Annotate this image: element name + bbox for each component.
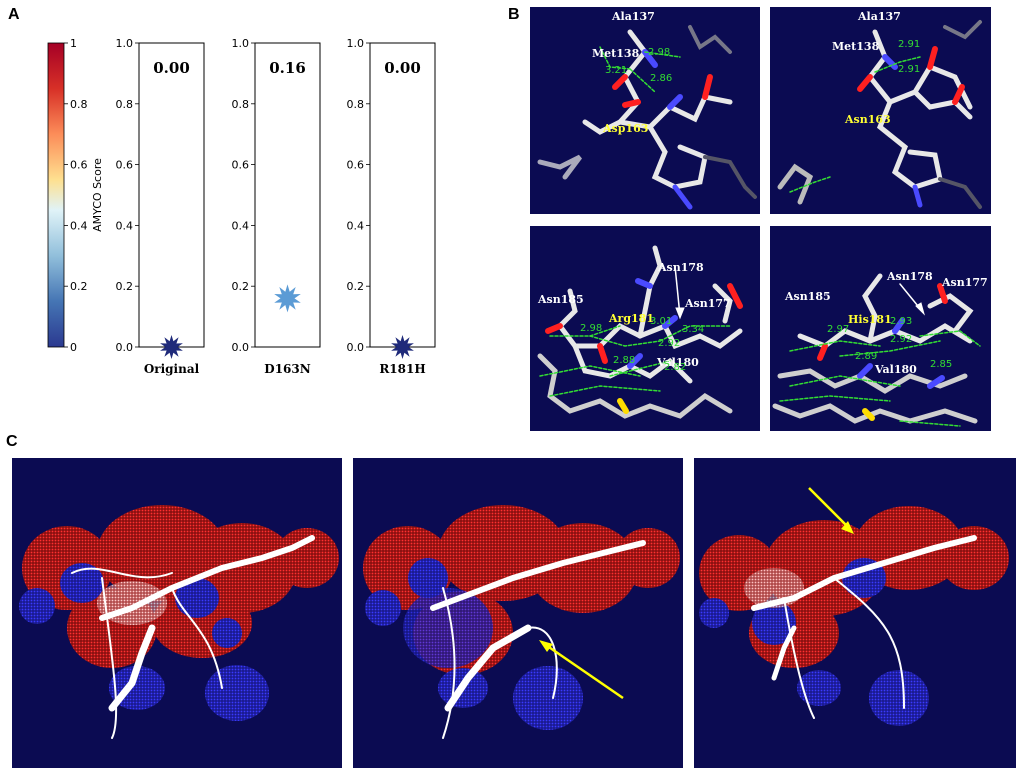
- y-tick-label: 0.0: [347, 341, 365, 354]
- data-point-star: [274, 284, 301, 313]
- colorbar: AMYCO Score 0 0.2 0.4 0.6 0.8 1: [47, 37, 104, 354]
- y-tick-label: 1.0: [347, 37, 365, 50]
- structure-mut-his181: Asn178 Asn177 Asn185 His181 Val180 2.97 …: [770, 226, 991, 431]
- y-tick-label: 0.2: [347, 280, 365, 293]
- y-tick-label: 0.0: [232, 341, 250, 354]
- y-tick-label: 0.4: [116, 219, 134, 232]
- hbond-distance: 2.82: [664, 362, 687, 373]
- y-tick-label: 0.4: [232, 219, 250, 232]
- colorbar-label: AMYCO Score: [91, 158, 104, 232]
- y-tick-label: 0.2: [232, 280, 250, 293]
- y-tick-label: 1.0: [232, 37, 250, 50]
- data-point-star: [391, 335, 414, 359]
- panel-label-c: C: [6, 433, 18, 450]
- colorbar-gradient: [47, 42, 65, 348]
- data-point-star: [160, 335, 183, 359]
- residue-label: Val180: [875, 363, 917, 376]
- surface-r181h: [694, 458, 1016, 768]
- value-label: 0.00: [384, 59, 421, 77]
- y-tick-label: 1.0: [116, 37, 134, 50]
- residue-label: Asn178: [658, 261, 704, 274]
- plot-frame: [369, 42, 436, 348]
- colorbar-tick-label: 1: [70, 37, 77, 50]
- hbond-distance: 2.98: [580, 323, 603, 334]
- value-label: 0.00: [153, 59, 190, 77]
- plot-frame: [138, 42, 205, 348]
- residue-label: Arg181: [609, 312, 654, 325]
- surface-model: [363, 505, 680, 739]
- y-tick-label: 0.4: [347, 219, 365, 232]
- y-tick-label: 0.0: [116, 341, 134, 354]
- category-label: R181H: [379, 362, 425, 376]
- residue-label: Asn177: [942, 276, 988, 289]
- colorbar-tick-label: 0.4: [70, 219, 88, 232]
- hbond-distance: 2.89: [855, 351, 878, 362]
- hbond-distance: 3.34: [682, 324, 705, 335]
- hbond-distance: 2.93: [890, 316, 913, 327]
- panel-a-charts: AMYCO Score 00.20.40.60.81 0.00.20.40.60…: [47, 37, 436, 376]
- residue-label: Asn185: [785, 290, 831, 303]
- hbond-distance: 2.91: [898, 39, 921, 50]
- residue-label: Asp163: [603, 122, 649, 135]
- surface-model: [699, 487, 1009, 726]
- structure-mut-asn163: Ala137 Met138 Asn163 2.91 2.91: [770, 7, 991, 214]
- y-tick-label: 0.2: [116, 280, 134, 293]
- panel-label-a: A: [8, 6, 20, 23]
- stick-model: [537, 25, 757, 210]
- hbond-distance: 3.01: [650, 316, 673, 327]
- hbond-distance: 3.21: [605, 65, 628, 76]
- y-tick-label: 0.8: [116, 98, 134, 111]
- structure-wt-asp163: Ala137 Met138 Asp163 2.98 3.21 2.86: [530, 7, 760, 214]
- colorbar-tick-label: 0.2: [70, 280, 88, 293]
- y-tick-label: 0.6: [116, 159, 134, 172]
- residue-label: Asn178: [887, 270, 933, 283]
- hbond-distance: 2.98: [648, 47, 671, 58]
- residue-label: Met138: [832, 40, 880, 53]
- residue-label: Asn177: [685, 297, 731, 310]
- hbond-distance: 2.92: [658, 338, 681, 349]
- hbond-distance: 2.88: [613, 355, 636, 366]
- stick-model: [777, 20, 982, 209]
- colorbar-tick-label: 0.8: [70, 98, 88, 111]
- panel-label-b: B: [508, 6, 520, 23]
- hbond-distance: 2.85: [930, 359, 953, 370]
- y-tick-label: 0.8: [232, 98, 250, 111]
- value-label: 0.16: [269, 59, 306, 77]
- y-tick-label: 0.8: [347, 98, 365, 111]
- residue-label: His181: [848, 313, 892, 326]
- y-tick-label: 0.6: [347, 159, 365, 172]
- residue-label: Ala137: [612, 10, 655, 23]
- residue-label: Met138: [592, 47, 640, 60]
- hbond-distance: 2.92: [890, 334, 913, 345]
- surface-d163n: [353, 458, 683, 768]
- colorbar-tick-label: 0: [70, 341, 77, 354]
- stick-model: [772, 273, 981, 427]
- colorbar-tick-label: 0.6: [70, 159, 88, 172]
- residue-label: Val180: [657, 356, 699, 369]
- hbond-distance: 2.86: [650, 73, 673, 84]
- structure-wt-arg181: Asn178 Asn185 Arg181 Asn177 Val180 2.98 …: [530, 226, 760, 431]
- category-label: D163N: [264, 362, 310, 376]
- category-label: Original: [144, 362, 200, 376]
- residue-label: Asn185: [538, 293, 584, 306]
- surface-model: [19, 505, 339, 739]
- hbond-distance: 2.91: [898, 64, 921, 75]
- stick-model: [537, 245, 743, 419]
- residue-label: Ala137: [858, 10, 901, 23]
- residue-label: Asn163: [845, 113, 891, 126]
- hbond-distance: 2.97: [827, 324, 850, 335]
- surface-original: [12, 458, 342, 768]
- y-tick-label: 0.6: [232, 159, 250, 172]
